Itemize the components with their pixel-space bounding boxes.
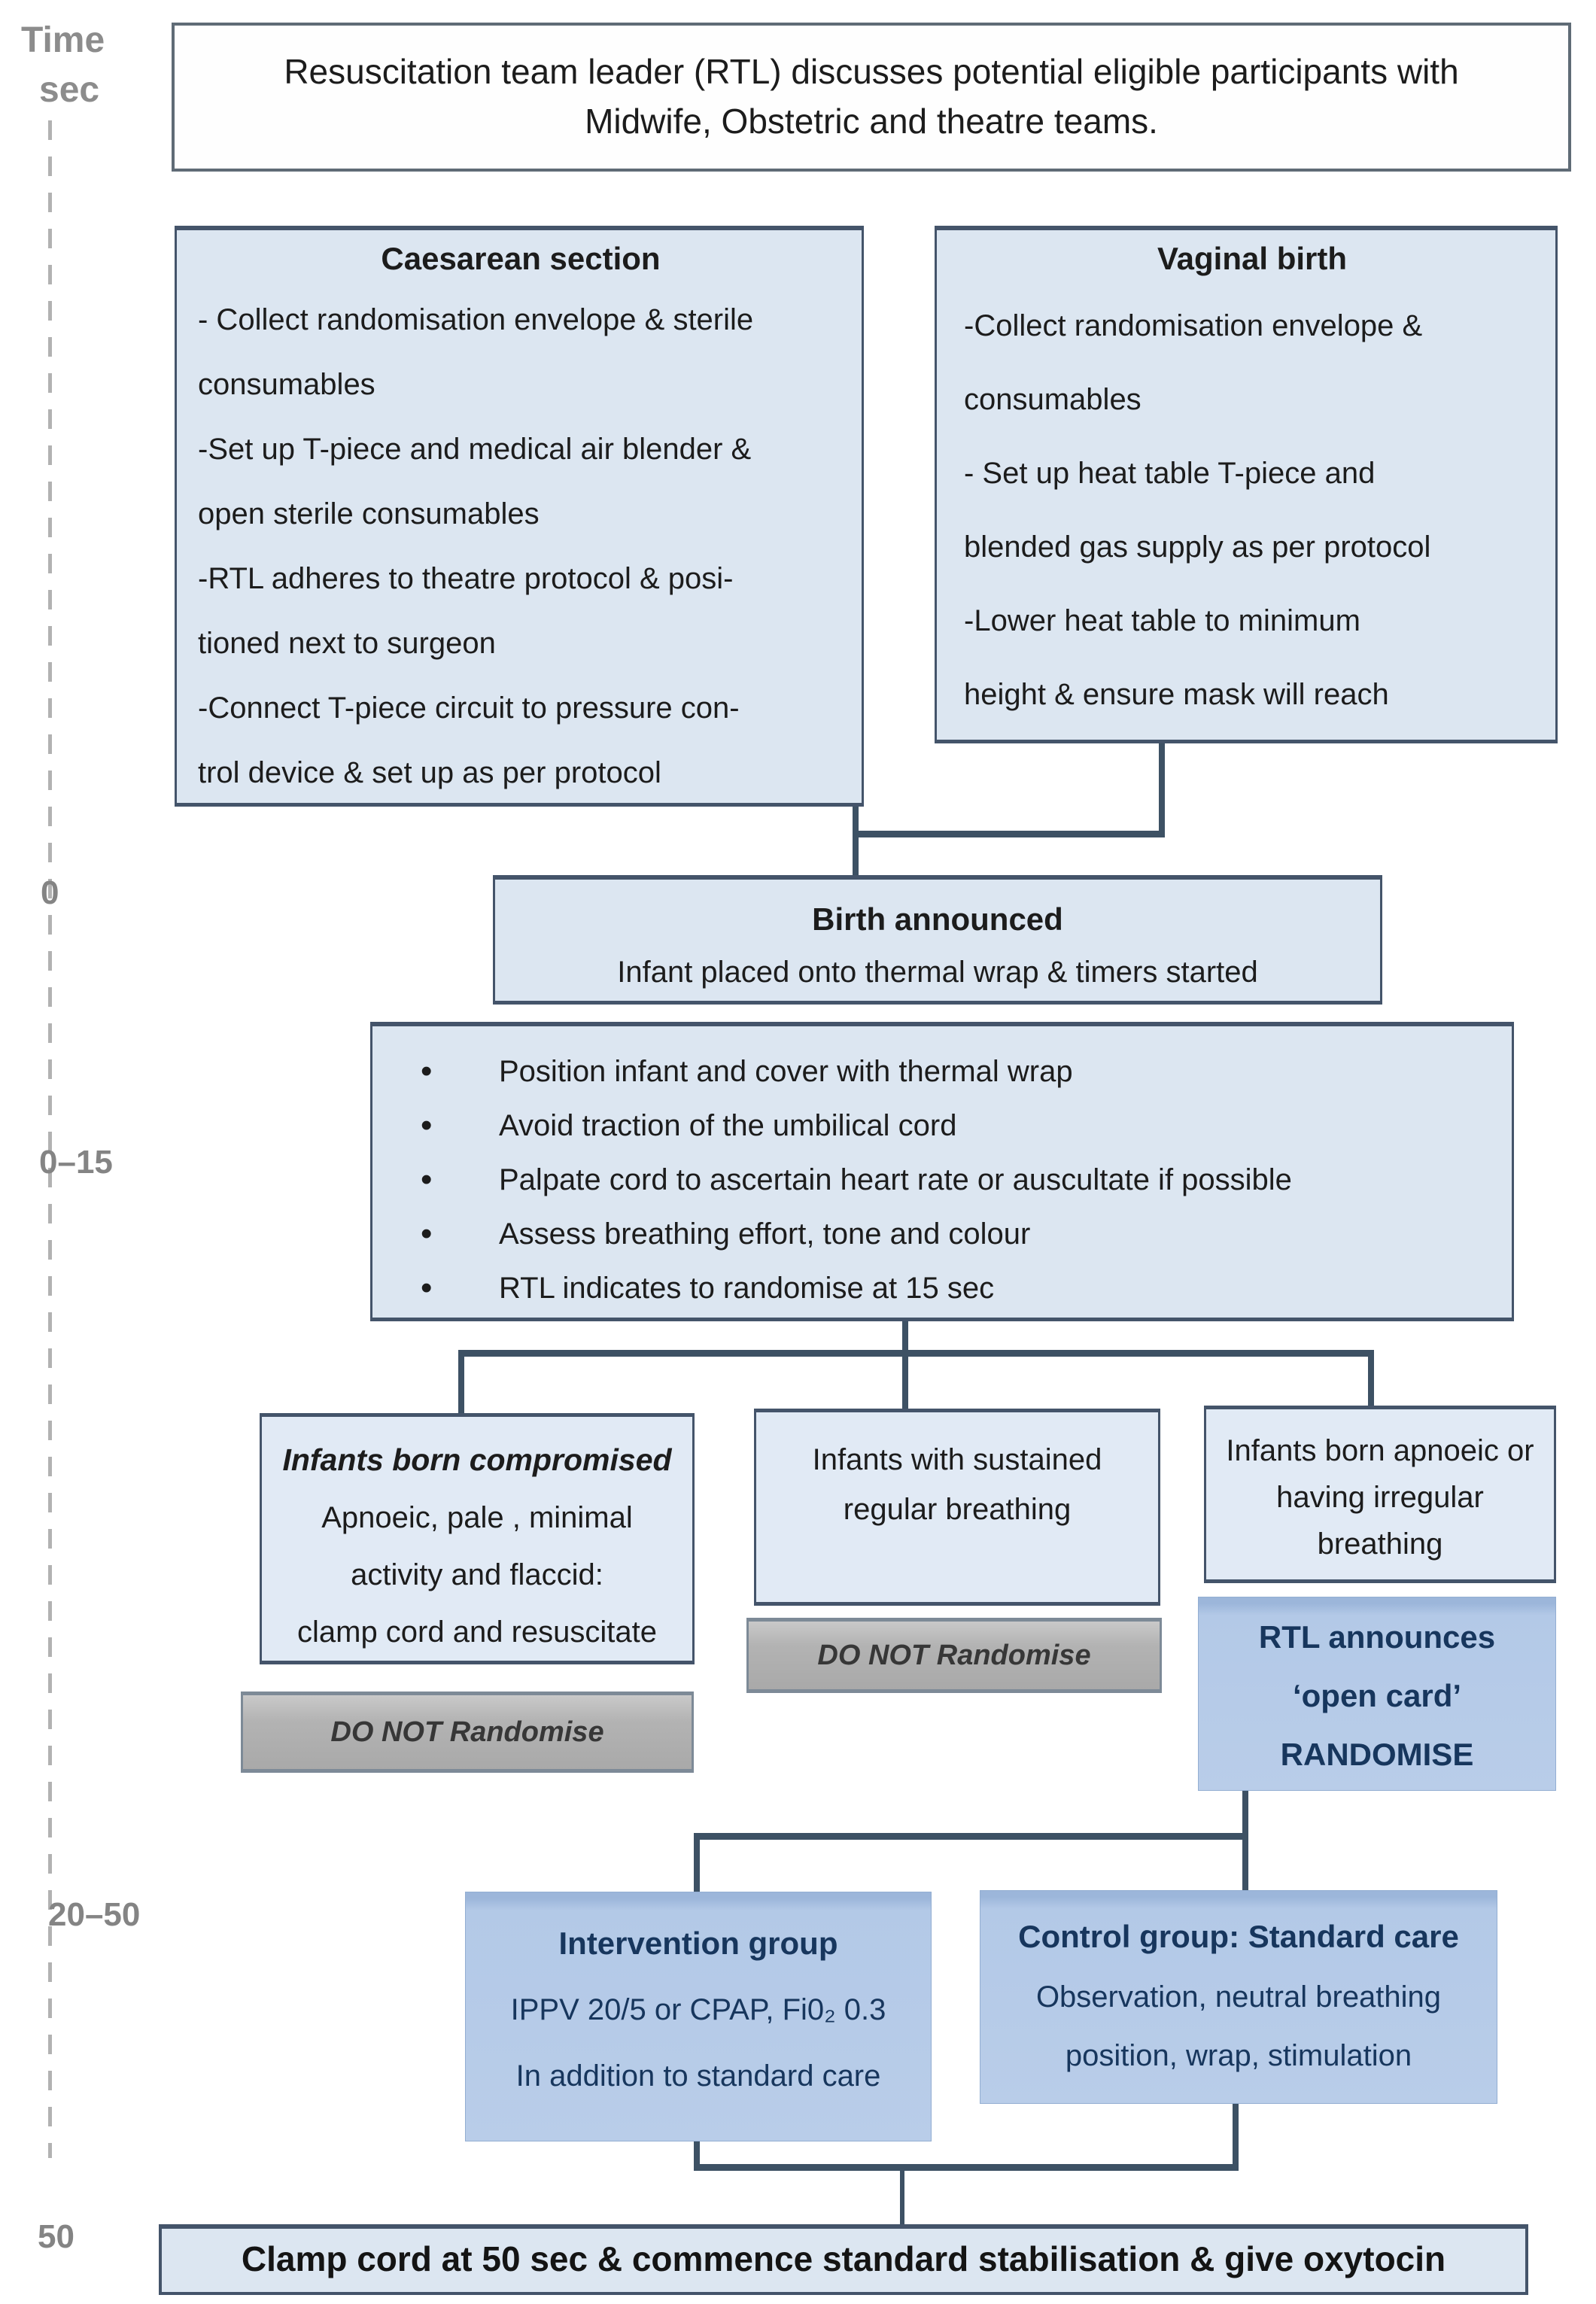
caesarean-line: -Set up T-piece and medical air blender … xyxy=(198,433,752,466)
caesarean-line: -Connect T-piece circuit to pressure con… xyxy=(198,692,740,725)
connector-control-down xyxy=(1242,1833,1248,1893)
infants-breathing-line: regular breathing xyxy=(843,1493,1072,1526)
timeline-heading-time: Time xyxy=(21,20,105,60)
caesarean-line: open sterile consumables xyxy=(198,497,540,530)
timeline-axis xyxy=(48,120,52,2158)
caesarean-box: Caesarean section - Collect randomisatio… xyxy=(175,226,864,807)
control-group-title: Control group: Standard care xyxy=(1018,1919,1459,1954)
birth-announced-box: Birth announced Infant placed onto therm… xyxy=(493,875,1382,1005)
assessment-box: Position infant and cover with thermal w… xyxy=(370,1022,1514,1321)
infants-compromised-box: Infants born compromised Apnoeic, pale ,… xyxy=(260,1413,695,1664)
infants-apnoeic-line: Infants born apnoeic or xyxy=(1226,1434,1534,1467)
infants-apnoeic-line: breathing xyxy=(1317,1527,1443,1561)
infants-breathing-box: Infants with sustained regular breathing xyxy=(754,1409,1160,1606)
caesarean-line: trol device & set up as per protocol xyxy=(198,756,661,789)
assessment-bullet: Palpate cord to ascertain heart rate or … xyxy=(372,1153,1512,1207)
vaginal-line: - Set up heat table T-piece and xyxy=(964,457,1376,490)
birth-announced-title: Birth announced xyxy=(812,901,1063,937)
assessment-bullet: Avoid traction of the umbilical cord xyxy=(372,1099,1512,1153)
caesarean-line: consumables xyxy=(198,368,375,401)
control-group-line: position, wrap, stimulation xyxy=(1065,2039,1412,2072)
connector-vaginal-horizontal xyxy=(853,831,1165,837)
vaginal-line: -Collect randomisation envelope & xyxy=(964,309,1423,342)
connector-groups-horizontal xyxy=(694,1833,1248,1840)
infants-compromised-line: clamp cord and resuscitate xyxy=(296,1616,657,1649)
connector-merge-horizontal xyxy=(694,2164,1239,2171)
infants-breathing-line: Infants with sustained xyxy=(812,1443,1102,1476)
connector-intervention-out xyxy=(694,2141,700,2169)
timeline-mark-0: 0 xyxy=(41,874,59,911)
connector-assessment-down xyxy=(902,1321,908,1356)
infants-compromised-line: Apnoeic, pale , minimal xyxy=(321,1501,633,1534)
intervention-group-line: IPPV 20/5 or CPAP, Fi0₂ 0.3 xyxy=(510,1993,886,2026)
randomise-box: RTL announces ‘open card’ RANDOMISE xyxy=(1198,1597,1556,1791)
caesarean-line: tioned next to surgeon xyxy=(198,627,496,660)
header-line-1: Resuscitation team leader (RTL) discusse… xyxy=(284,52,1459,91)
caesarean-line: - Collect randomisation envelope & steri… xyxy=(198,303,754,336)
connector-branch-middle xyxy=(902,1350,908,1413)
do-not-randomise-flag-left: DO NOT Randomise xyxy=(241,1692,694,1773)
timeline-heading-sec: sec xyxy=(39,70,100,110)
connector-branch-left xyxy=(458,1350,464,1418)
intervention-group-line: In addition to standard care xyxy=(515,2059,881,2093)
header-box: Resuscitation team leader (RTL) discusse… xyxy=(172,23,1571,172)
connector-control-out xyxy=(1233,2104,1239,2169)
do-not-randomise-flag-middle: DO NOT Randomise xyxy=(746,1618,1162,1693)
caesarean-title: Caesarean section xyxy=(381,241,661,276)
vaginal-line: consumables xyxy=(964,383,1142,416)
control-group-line: Observation, neutral breathing xyxy=(1035,1980,1442,2014)
randomise-line: RTL announces xyxy=(1258,1619,1496,1655)
timeline-mark-50: 50 xyxy=(38,2218,74,2255)
infants-compromised-title: Infants born compromised xyxy=(282,1442,672,1477)
birth-announced-subtitle: Infant placed onto thermal wrap & timers… xyxy=(617,956,1258,989)
intervention-group-box: Intervention group IPPV 20/5 or CPAP, Fi… xyxy=(465,1892,932,2141)
infants-compromised-line: activity and flaccid: xyxy=(351,1558,603,1591)
assessment-bullet: Assess breathing effort, tone and colour xyxy=(372,1207,1512,1261)
vaginal-birth-box: Vaginal birth -Collect randomisation env… xyxy=(935,226,1558,743)
connector-branch-right xyxy=(1368,1350,1374,1410)
infants-apnoeic-box: Infants born apnoeic or having irregular… xyxy=(1204,1406,1556,1583)
assessment-bullet: RTL indicates to randomise at 15 sec xyxy=(372,1261,1512,1315)
connector-randomise-down xyxy=(1242,1791,1248,1839)
infants-apnoeic-line: having irregular xyxy=(1276,1481,1484,1514)
caesarean-line: -RTL adheres to theatre protocol & posi- xyxy=(198,562,734,595)
connector-caesarean-to-birth xyxy=(853,807,859,879)
connector-branch-horizontal xyxy=(458,1350,1374,1357)
vaginal-line: blended gas supply as per protocol xyxy=(964,530,1431,564)
assessment-bullet: Position infant and cover with thermal w… xyxy=(372,1044,1512,1099)
connector-vaginal-stub xyxy=(1159,743,1165,837)
connector-final-down xyxy=(900,2164,904,2227)
vaginal-line: height & ensure mask will reach xyxy=(964,678,1389,711)
randomise-line: ‘open card’ xyxy=(1292,1678,1462,1713)
timeline-mark-0-15: 0–15 xyxy=(39,1144,113,1181)
connector-intervention-down xyxy=(694,1833,700,1895)
header-line-2: Midwife, Obstetric and theatre teams. xyxy=(585,102,1158,141)
control-group-box: Control group: Standard care Observation… xyxy=(980,1890,1497,2104)
vaginal-title: Vaginal birth xyxy=(1157,241,1348,276)
final-step-box: Clamp cord at 50 sec & commence standard… xyxy=(159,2224,1528,2295)
timeline-mark-20-50: 20–50 xyxy=(48,1896,141,1933)
intervention-group-title: Intervention group xyxy=(558,1926,838,1961)
randomise-line: RANDOMISE xyxy=(1280,1737,1474,1772)
vaginal-line: -Lower heat table to minimum xyxy=(964,604,1360,637)
